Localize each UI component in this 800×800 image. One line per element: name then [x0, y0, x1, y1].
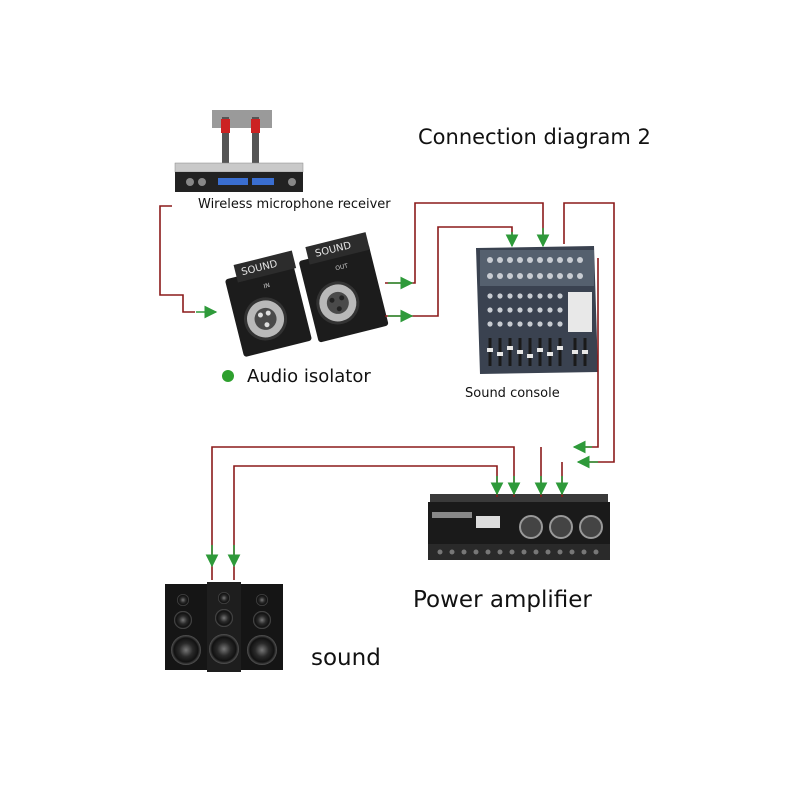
flow-arrows [196, 228, 598, 568]
power-amplifier [428, 494, 610, 560]
isolator-label: Audio isolator [247, 366, 371, 387]
sound-console [476, 246, 598, 374]
amplifier-label: Power amplifier [413, 587, 592, 613]
diagram-title: Connection diagram 2 [418, 125, 651, 149]
speakers [165, 582, 283, 672]
isolator-port-out: OUT [335, 262, 349, 272]
audio-isolator: SOUND SOUND IN OUT [225, 232, 389, 357]
cable-receiver-to-isolator [159, 205, 195, 313]
wireless-receiver [174, 110, 304, 192]
cable-console-to-amp-b [563, 202, 615, 463]
isolator-bullet-dot [222, 370, 234, 382]
cable-amp-to-speaker-a [211, 446, 515, 580]
isolator-port-in: IN [263, 282, 271, 290]
receiver-label: Wireless microphone receiver [198, 197, 391, 212]
speakers-label: sound [311, 645, 381, 671]
console-label: Sound console [465, 386, 560, 401]
